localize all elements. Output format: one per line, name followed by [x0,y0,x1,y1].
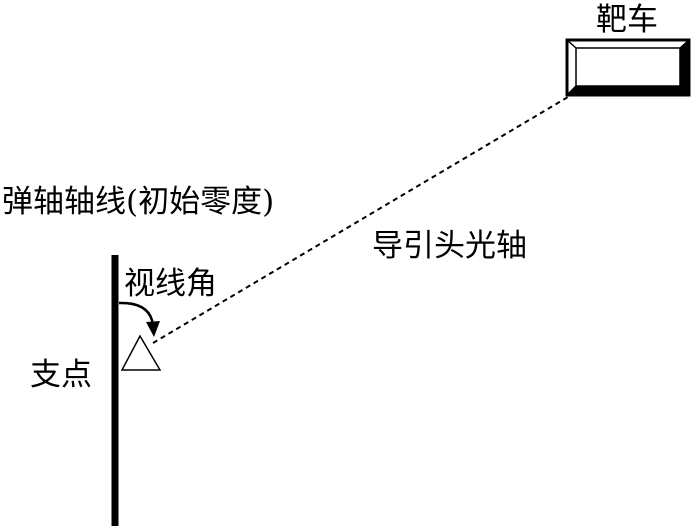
target-box-bevel-tl [566,39,577,49]
target-box-shadow-bottom [567,86,689,95]
seeker-optical-axis-label: 导引头光轴 [372,228,527,264]
missile-axis-label: 弹轴轴线(初始零度) [2,184,274,220]
target-box [565,38,691,97]
pivot-label: 支点 [30,357,92,393]
target-box-shadow-right [680,40,689,95]
target-box-inner [575,47,681,87]
angle-arrow-head-icon [146,321,160,337]
angle-arrow-arc [118,301,155,326]
seeker-optical-axis-line [152,93,574,344]
target-label: 靶车 [596,2,658,38]
line-of-sight-angle-label: 视线角 [124,266,217,302]
angle-arrow [118,301,160,337]
pivot-triangle-icon [120,334,162,371]
